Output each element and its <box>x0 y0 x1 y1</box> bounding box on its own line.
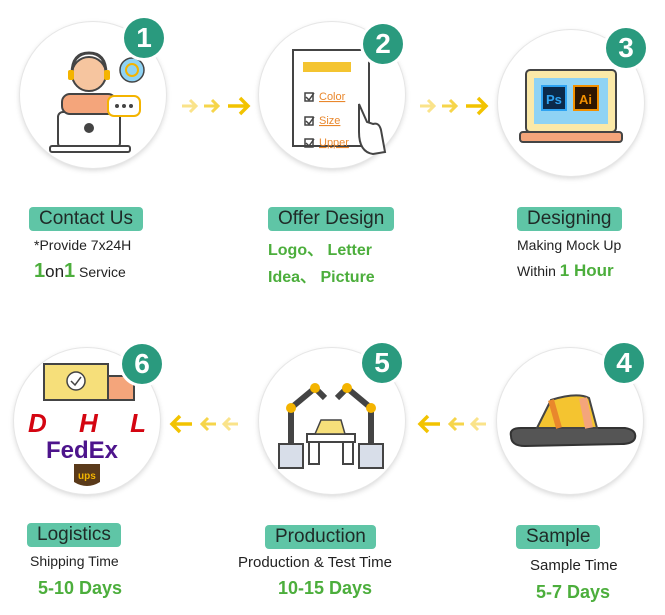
step-3-hour: 1 Hour <box>559 261 614 280</box>
step-2-line-2: Idea、 Picture <box>268 269 375 286</box>
photoshop-icon: Ps <box>546 92 562 107</box>
step-4-title: Sample <box>516 525 601 549</box>
list-item-color: Color <box>319 91 346 103</box>
step-6-line-2: 5-10 Days <box>38 578 123 598</box>
step-1-one-b: 1 <box>64 260 76 282</box>
step-4-line-1: Sample Time <box>530 557 618 574</box>
arrow-5-to-6 <box>166 413 242 435</box>
arrow-2-to-3 <box>416 95 492 117</box>
left-arrows-icon <box>169 414 238 434</box>
design-list-icon: Color Size Upper <box>292 49 387 156</box>
left-arrows-icon <box>417 414 486 434</box>
step-3-line-2: Within 1 Hour <box>517 261 614 281</box>
laptop-design-icon: Ps Ai <box>519 69 623 143</box>
step-6-badge: 6 <box>122 344 162 384</box>
robot-arms-icon <box>278 383 384 469</box>
step-3-within: Within <box>517 263 556 279</box>
step-4-line-2: 5-7 Days <box>536 582 611 602</box>
step-2-title: Offer Design <box>268 207 395 231</box>
fedex-logo-icon: FedEx <box>46 437 119 464</box>
step-3-badge: 3 <box>606 28 646 68</box>
slipper-icon <box>509 394 637 448</box>
step-1-one-a: 1 <box>34 260 46 282</box>
right-arrows-icon <box>182 96 251 116</box>
step-1-on: on <box>45 262 65 281</box>
step-1-badge: 1 <box>124 18 164 58</box>
step-1-service: Service <box>75 264 126 280</box>
step-1-title: Contact Us <box>29 207 143 231</box>
step-4-badge: 4 <box>604 343 644 383</box>
arrow-4-to-5 <box>414 413 490 435</box>
support-agent-icon <box>49 51 145 153</box>
list-item-upper: Upper <box>319 137 349 149</box>
shipping-logos-icon: DHL FedEx ups <box>28 363 146 486</box>
right-arrows-icon <box>420 96 489 116</box>
step-5-line-1: Production & Test Time <box>238 554 392 571</box>
step-5-title: Production <box>265 525 376 549</box>
ups-logo-icon: ups <box>78 471 96 482</box>
step-5-circle <box>259 348 405 494</box>
arrow-1-to-2 <box>178 95 254 117</box>
dhl-logo-icon: DHL <box>28 408 146 438</box>
step-1-line-2: 1on1 Service <box>34 260 126 283</box>
step-5-badge: 5 <box>362 343 402 383</box>
step-5-line-2: 10-15 Days <box>278 578 373 598</box>
illustrator-icon: Ai <box>579 92 592 107</box>
step-2-line-1: Logo、 Letter <box>268 242 372 259</box>
step-6-line-1: Shipping Time <box>30 553 119 569</box>
step-4-circle <box>497 348 643 494</box>
step-1-line-1: *Provide 7x24H <box>34 237 132 253</box>
step-3-title: Designing <box>517 207 622 231</box>
step-3-line-1: Making Mock Up <box>517 237 622 253</box>
list-item-size: Size <box>319 115 340 127</box>
step-2-badge: 2 <box>363 24 403 64</box>
step-6-title: Logistics <box>27 523 121 547</box>
